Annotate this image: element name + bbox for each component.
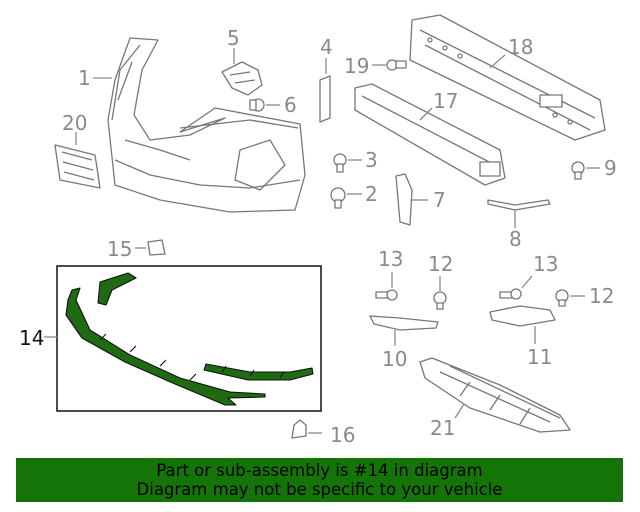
callout-20: 20 xyxy=(62,111,87,135)
callout-11: 11 xyxy=(527,345,552,369)
part-12b-clip[interactable] xyxy=(555,289,569,307)
callout-2: 2 xyxy=(365,182,378,206)
callout-13b: 13 xyxy=(533,252,558,276)
part-13b-bolt[interactable] xyxy=(499,288,522,300)
callout-17: 17 xyxy=(433,89,458,113)
part-6-clip[interactable] xyxy=(249,98,265,112)
parts-diagram: 1 20 5 6 4 19 18 17 3 2 7 9 8 15 14 13 1… xyxy=(19,14,617,447)
callout-19: 19 xyxy=(344,54,369,78)
callout-12b: 12 xyxy=(589,284,614,308)
callout-18: 18 xyxy=(508,35,533,59)
part-14-lower-spoiler[interactable] xyxy=(65,272,314,406)
callout-7: 7 xyxy=(433,188,446,212)
part-4-strip[interactable] xyxy=(319,75,331,123)
part-18-reinforcement[interactable] xyxy=(409,14,606,141)
part-11-bracket[interactable] xyxy=(489,305,556,327)
callout-9: 9 xyxy=(604,156,617,180)
callout-3: 3 xyxy=(365,148,378,172)
callout-13a: 13 xyxy=(378,247,403,271)
part-7-side-bracket[interactable] xyxy=(395,173,413,226)
callout-5: 5 xyxy=(227,26,240,50)
part-17-absorber[interactable] xyxy=(354,83,506,186)
callout-12a: 12 xyxy=(428,252,453,276)
part-20-plate-bracket[interactable] xyxy=(54,144,101,189)
callout-16: 16 xyxy=(330,423,355,447)
info-banner: Part or sub-assembly is #14 in diagram D… xyxy=(16,458,623,502)
callout-15: 15 xyxy=(107,237,132,261)
callout-21: 21 xyxy=(430,416,455,440)
part-13a-bolt[interactable] xyxy=(375,289,398,301)
part-8-molding[interactable] xyxy=(487,199,551,211)
part-16-clip[interactable] xyxy=(291,419,307,439)
part-21-under-cover[interactable] xyxy=(419,357,571,433)
part-3-screw[interactable] xyxy=(333,153,347,173)
callout-4: 4 xyxy=(320,35,333,59)
callout-1: 1 xyxy=(78,66,91,90)
part-19-bolt[interactable] xyxy=(386,59,407,71)
part-14-box xyxy=(56,265,322,412)
banner-line-1: Part or sub-assembly is #14 in diagram xyxy=(156,461,483,480)
part-2-clip[interactable] xyxy=(330,187,346,209)
callout-6: 6 xyxy=(284,93,297,117)
part-1-bumper-cover[interactable] xyxy=(107,37,306,213)
part-10-bracket[interactable] xyxy=(369,315,439,331)
part-5-bracket[interactable] xyxy=(221,61,263,96)
part-9-screw[interactable] xyxy=(571,161,585,180)
part-15-clip[interactable] xyxy=(147,239,166,256)
callout-8: 8 xyxy=(509,227,522,251)
callout-10: 10 xyxy=(382,347,407,371)
part-12a-clip[interactable] xyxy=(433,291,447,310)
callout-14: 14 xyxy=(19,326,44,350)
banner-line-2: Diagram may not be specific to your vehi… xyxy=(136,480,503,499)
